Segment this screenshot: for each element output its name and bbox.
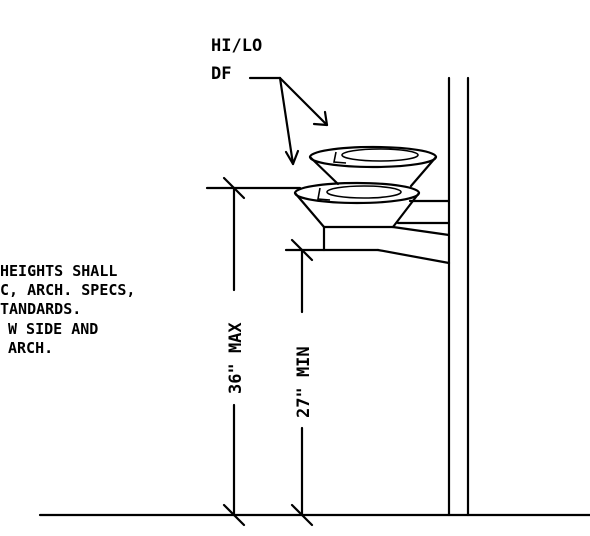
note-line-2: C, ARCH. SPECS, [0, 281, 135, 299]
general-note: HEIGHTS SHALL C, ARCH. SPECS, TANDARDS. … [0, 262, 135, 357]
callout-label-line1: HI/LO [211, 36, 262, 56]
note-line-3: TANDARDS. [0, 300, 81, 318]
callout-label-line2: DF [211, 64, 231, 84]
upper-fountain-bowl [308, 145, 438, 188]
callout-leader [248, 76, 329, 166]
note-line-1: HEIGHTS SHALL [0, 262, 117, 280]
dimension-27-min [290, 238, 314, 527]
note-line-4: W SIDE AND [8, 320, 98, 338]
dimension-min-label: 27" MIN [294, 346, 314, 418]
note-line-5: ARCH. [8, 339, 53, 357]
dimension-36-max [205, 176, 302, 527]
lower-fountain-bowl [293, 181, 421, 229]
dimension-max-label: 36" MAX [226, 322, 246, 394]
